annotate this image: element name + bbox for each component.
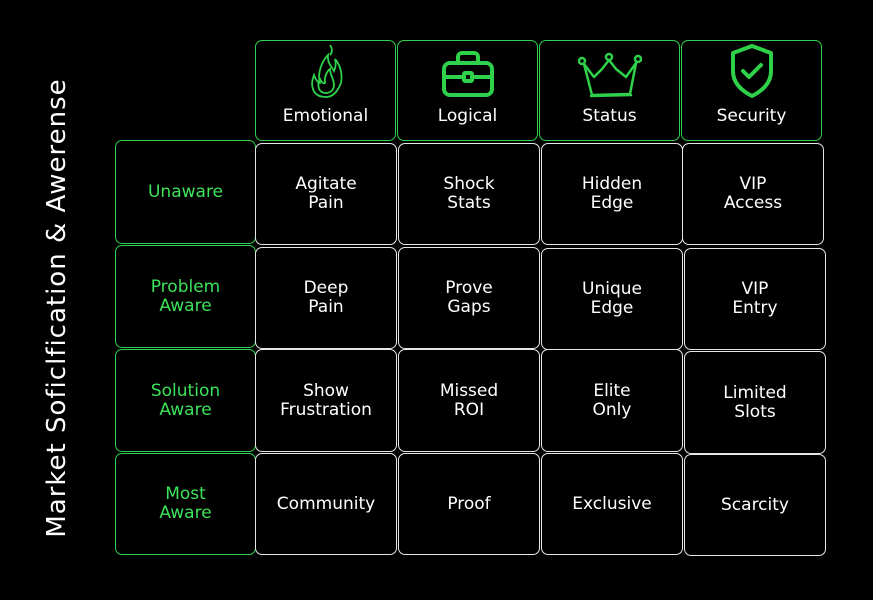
shield-check-icon <box>730 44 773 98</box>
row-header-solution-aware: Solution Aware <box>115 349 256 452</box>
grid-cell: Missed ROI <box>398 349 540 452</box>
column-header-security: Security <box>681 40 822 141</box>
column-header-label: Status <box>582 106 637 126</box>
column-header-emotional: Emotional <box>255 40 396 141</box>
grid-cell: Agitate Pain <box>255 143 397 245</box>
crown-icon <box>577 52 642 98</box>
flame-icon <box>310 44 342 98</box>
row-header-problem-aware: Problem Aware <box>115 245 256 348</box>
grid-cell: Unique Edge <box>541 248 683 350</box>
grid-cell: Prove Gaps <box>398 247 540 349</box>
grid-cell: Hidden Edge <box>541 143 683 245</box>
grid-cell: Scarcity <box>684 454 826 556</box>
column-header-status: Status <box>539 40 680 141</box>
column-header-label: Logical <box>437 106 498 126</box>
grid-cell: Elite Only <box>541 349 683 452</box>
grid-cell: Proof <box>398 453 540 555</box>
grid-cell: Shock Stats <box>398 143 540 245</box>
row-header-most-aware: Most Aware <box>115 453 256 555</box>
column-header-label: Emotional <box>282 106 369 126</box>
column-header-logical: Logical <box>397 40 538 141</box>
grid-cell: Exclusive <box>541 453 683 555</box>
grid-cell: Limited Slots <box>684 351 826 454</box>
grid-cell: Community <box>255 453 397 555</box>
grid-cell: Deep Pain <box>255 247 397 349</box>
row-header-unaware: Unaware <box>115 140 256 244</box>
grid-cell: VIP Entry <box>684 248 826 350</box>
grid-cell: VIP Access <box>682 143 824 245</box>
grid-cell: Show Frustration <box>255 349 397 452</box>
briefcase-icon <box>441 51 494 97</box>
vertical-axis-title: Market Soficlfication & Awerense <box>42 78 72 538</box>
column-header-label: Security <box>716 106 787 126</box>
